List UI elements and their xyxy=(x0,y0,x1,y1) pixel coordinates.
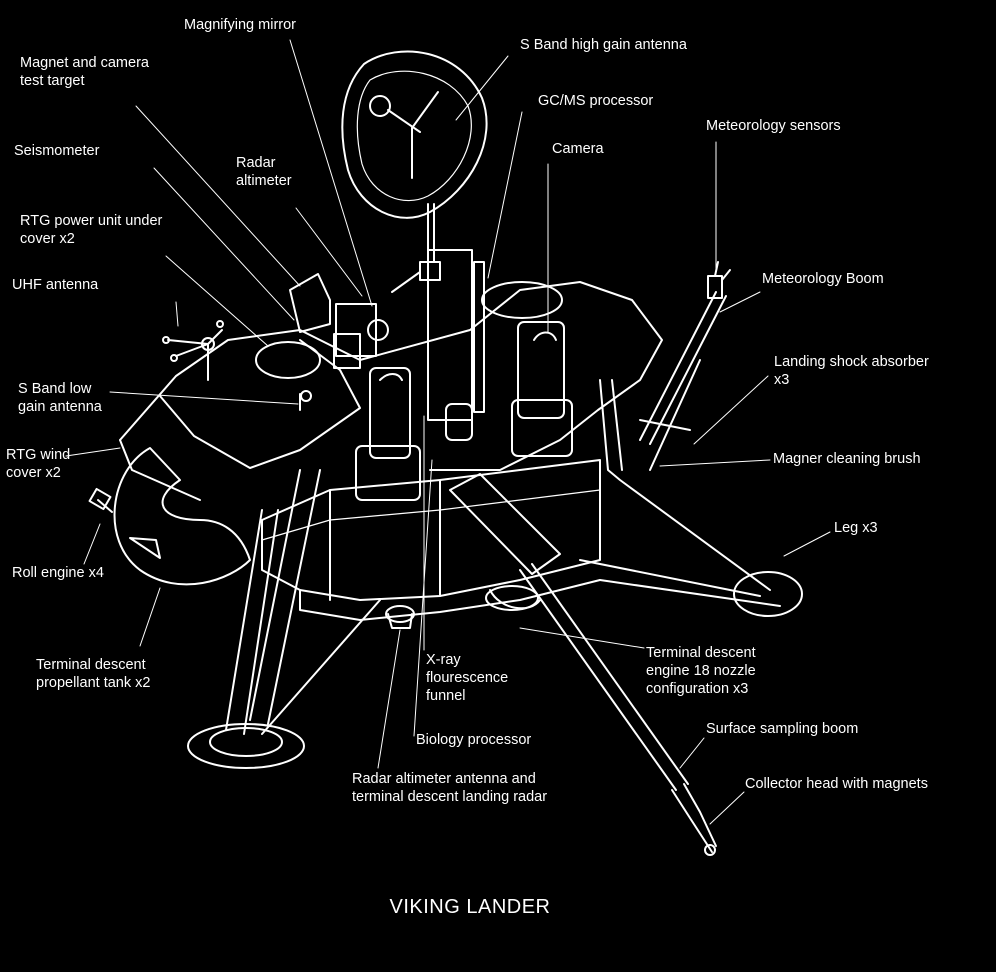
label-collector-head: Collector head with magnets xyxy=(745,776,928,792)
label-uhf-antenna: UHF antenna xyxy=(12,277,99,293)
label-terminal-descent-tank: Terminal descent propellant tank x2 xyxy=(36,657,151,691)
label-terminal-descent-engine: Terminal descent engine 18 nozzle config… xyxy=(646,645,756,697)
diagram-title: VIKING LANDER xyxy=(389,896,551,918)
label-xray-funnel: X-ray flourescence funnel xyxy=(426,652,509,704)
top-deck xyxy=(120,282,662,500)
label-roll-engine: Roll engine x4 xyxy=(12,565,104,581)
label-magnet-camera-test-target: Magnet and camera test target xyxy=(20,55,149,89)
label-surface-sampling-boom: Surface sampling boom xyxy=(706,721,859,737)
label-leg: Leg x3 xyxy=(834,520,878,536)
propellant-tank xyxy=(90,448,250,584)
label-seismometer: Seismometer xyxy=(14,143,100,159)
label-meteorology-boom: Meteorology Boom xyxy=(762,271,884,287)
camera-towers xyxy=(356,250,572,500)
sampling-boom-art xyxy=(450,474,716,855)
leader-lines xyxy=(66,40,830,824)
label-biology-processor: Biology processor xyxy=(416,732,532,748)
legs xyxy=(188,360,802,768)
label-magnet-cleaning-brush: Magner cleaning brush xyxy=(773,451,921,467)
body-structure xyxy=(262,460,600,620)
label-s-band-high-gain-antenna: S Band high gain antenna xyxy=(520,37,687,53)
deck-instruments xyxy=(290,272,472,440)
label-meteorology-sensors: Meteorology sensors xyxy=(706,118,841,134)
uhf-antenna-art xyxy=(163,321,223,380)
high-gain-dish xyxy=(342,51,486,280)
label-rtg-power-unit: RTG power unit under cover x2 xyxy=(20,213,163,247)
label-s-band-low-gain-antenna: S Band low gain antenna xyxy=(18,381,102,415)
meteorology-boom-art xyxy=(640,262,730,444)
label-radar-altimeter-antenna: Radar altimeter antenna and terminal des… xyxy=(352,771,548,805)
radar-antenna-art xyxy=(386,606,414,628)
label-rtg-wind-cover: RTG wind cover x2 xyxy=(6,447,71,481)
label-landing-shock-absorber: Landing shock absorber x3 xyxy=(774,354,929,388)
label-radar-altimeter: Radar altimeter xyxy=(236,155,292,189)
label-gcms-processor: GC/MS processor xyxy=(538,93,654,109)
label-magnifying-mirror: Magnifying mirror xyxy=(184,17,296,33)
label-camera: Camera xyxy=(552,141,604,157)
